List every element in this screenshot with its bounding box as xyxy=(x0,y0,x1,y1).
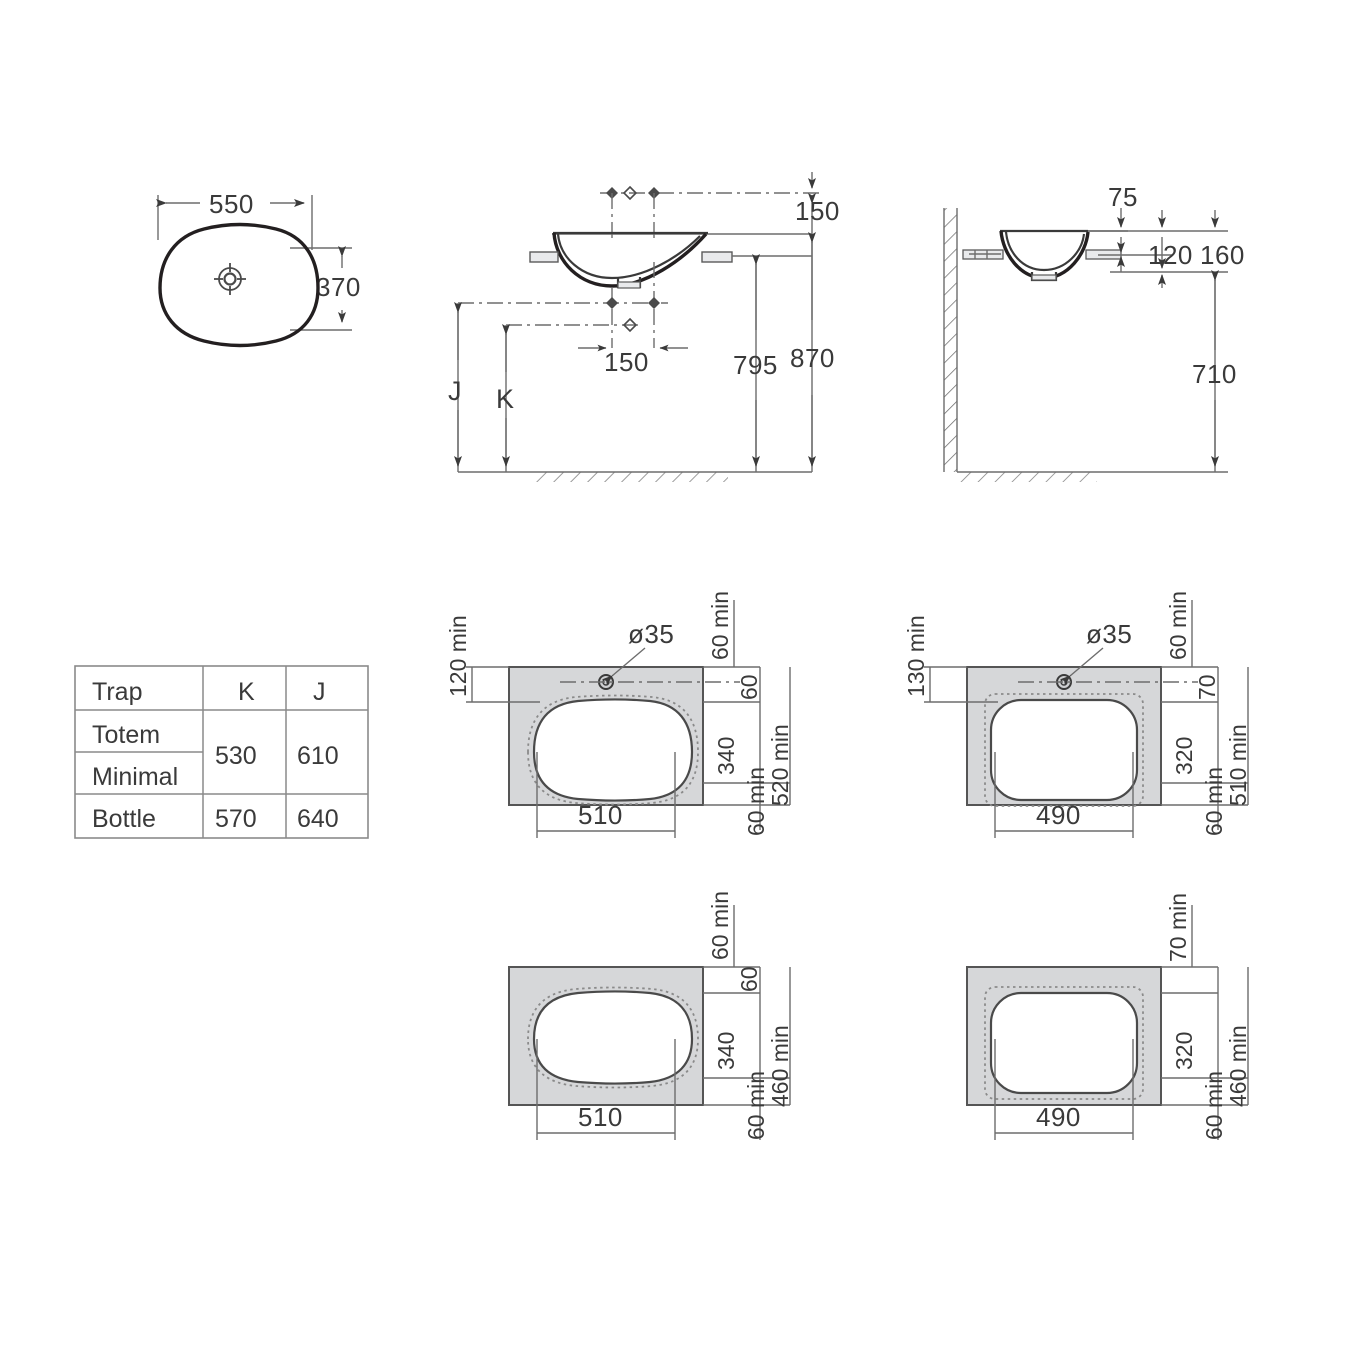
inner-depth-label-bl: 340 xyxy=(713,1032,739,1070)
label-K: K xyxy=(496,384,514,414)
table-header-trap: Trap xyxy=(92,678,142,706)
dimension-120-160: 120 160 xyxy=(1098,237,1245,288)
plan-width-label: 550 xyxy=(209,189,254,219)
inner-depth-label-br: 320 xyxy=(1171,1032,1197,1070)
trap-table: Trap K J Totem Minimal 530 610 Bottle 57… xyxy=(74,665,369,839)
floor-line-side xyxy=(957,471,1228,482)
dimension-stack-bl: 60 min 60 340 60 min 460 min xyxy=(703,891,793,1140)
bottom-clearance-label-br: 60 min xyxy=(1201,1071,1227,1140)
inner-depth-label-tr: 320 xyxy=(1171,737,1197,775)
dimension-795: 795 xyxy=(733,254,778,472)
width-label-br: 490 xyxy=(1036,1102,1081,1132)
dimension-75: 75 xyxy=(1088,182,1228,232)
basin-outline-plan xyxy=(158,222,320,348)
label-J: J xyxy=(448,376,462,406)
total-depth-label-br: 460 min xyxy=(1225,1025,1251,1107)
top-clearance-label-tl: 60 min xyxy=(707,591,733,660)
left-edge-label-tr: 130 min xyxy=(903,615,929,697)
dimension-510-bl: 510 xyxy=(536,1039,676,1140)
dimension-490-tr: 490 xyxy=(994,752,1134,838)
cutout-top-right: ø35 130 min 60 min 70 320 60 min 510 min xyxy=(903,591,1251,838)
table-header-k: K xyxy=(238,678,255,706)
total-depth-label-tr: 510 min xyxy=(1225,724,1251,806)
dimension-tap-height-150: 150 xyxy=(795,172,840,234)
tap-hole-label-top-right: ø35 xyxy=(1059,619,1132,686)
top-offset-label-tr: 70 xyxy=(1194,674,1220,700)
d75-label: 75 xyxy=(1108,182,1138,212)
dimension-J: J xyxy=(448,302,462,472)
top-clearance-label-br: 70 min xyxy=(1165,893,1191,962)
bottom-clearance-label-tl: 60 min xyxy=(743,767,769,836)
floor-line-front xyxy=(458,471,812,482)
tap-hole-label-top-left: ø35 xyxy=(601,619,674,686)
overall-height-label: 870 xyxy=(790,343,835,373)
table-merged-k: 530 xyxy=(215,742,257,770)
d120-label: 120 xyxy=(1148,240,1193,270)
total-depth-label-bl: 460 min xyxy=(767,1025,793,1107)
total-depth-label-tl: 520 min xyxy=(767,724,793,806)
left-edge-label-tl: 120 min xyxy=(445,615,471,697)
dimension-710: 710 xyxy=(1192,270,1237,472)
width-label-bl: 510 xyxy=(578,1102,623,1132)
top-clearance-label-tr: 60 min xyxy=(1165,591,1191,660)
width-label-tl: 510 xyxy=(578,800,623,830)
inner-depth-label-tl: 340 xyxy=(713,737,739,775)
top-offset-label-tl: 60 xyxy=(736,674,762,700)
bottom-clearance-label-bl: 60 min xyxy=(743,1071,769,1140)
table-row-bottle-trap: Bottle xyxy=(92,805,156,833)
cutout-bottom-left: 60 min 60 340 60 min 460 min 510 xyxy=(508,891,793,1140)
cutout-top-left: ø35 120 min 60 min 60 340 60 min 520 min xyxy=(445,591,793,838)
dimension-510-tl: 510 xyxy=(536,752,676,838)
side-elevation-view: 75 120 160 710 xyxy=(943,182,1245,482)
table-header-j: J xyxy=(313,678,326,706)
top-offset-label-bl: 60 xyxy=(736,966,762,992)
table-row-bottle-k: 570 xyxy=(215,805,257,833)
table-row-totem-trap: Totem xyxy=(92,721,160,749)
dimension-stack-tr: 60 min 70 320 60 min 510 min xyxy=(1161,591,1251,836)
dimension-550: 550 xyxy=(156,189,313,250)
drain-symbol-icon xyxy=(214,263,246,295)
dimension-370: 370 xyxy=(290,246,361,331)
width-label-tr: 490 xyxy=(1036,800,1081,830)
bottom-clearance-label-tr: 60 min xyxy=(1201,767,1227,836)
plan-view: 550 370 xyxy=(156,189,361,348)
diameter-label-tr: ø35 xyxy=(1086,619,1132,649)
d160-label: 160 xyxy=(1200,240,1245,270)
dimension-stack-tl: 60 min 60 340 60 min 520 min xyxy=(703,591,793,836)
tap-height-label: 150 xyxy=(795,196,840,226)
dimension-120min: 120 min xyxy=(445,615,540,703)
plan-depth-label: 370 xyxy=(316,272,361,302)
dimension-K: K xyxy=(496,324,514,472)
cutout-bottom-right: 70 min 320 60 min 460 min 490 xyxy=(966,893,1251,1140)
table-row-bottle-j: 640 xyxy=(297,805,339,833)
front-elevation-view: 150 xyxy=(448,172,840,482)
wall-hatch xyxy=(943,208,958,472)
table-merged-j: 610 xyxy=(297,742,339,770)
basin-section-front xyxy=(529,231,812,289)
dimension-stack-br: 70 min 320 60 min 460 min xyxy=(1161,893,1251,1140)
diameter-label-tl: ø35 xyxy=(628,619,674,649)
table-row-minimal-trap: Minimal xyxy=(92,763,178,791)
rim-height-label: 795 xyxy=(733,350,778,380)
dimension-870: 870 xyxy=(790,232,835,472)
top-clearance-label-bl: 60 min xyxy=(707,891,733,960)
tap-spacing-label: 150 xyxy=(604,347,649,377)
dimension-490-br: 490 xyxy=(994,1039,1134,1140)
dimension-tap-spacing-150: 150 xyxy=(578,344,688,377)
d710-label: 710 xyxy=(1192,359,1237,389)
dimension-130min: 130 min xyxy=(903,615,998,703)
